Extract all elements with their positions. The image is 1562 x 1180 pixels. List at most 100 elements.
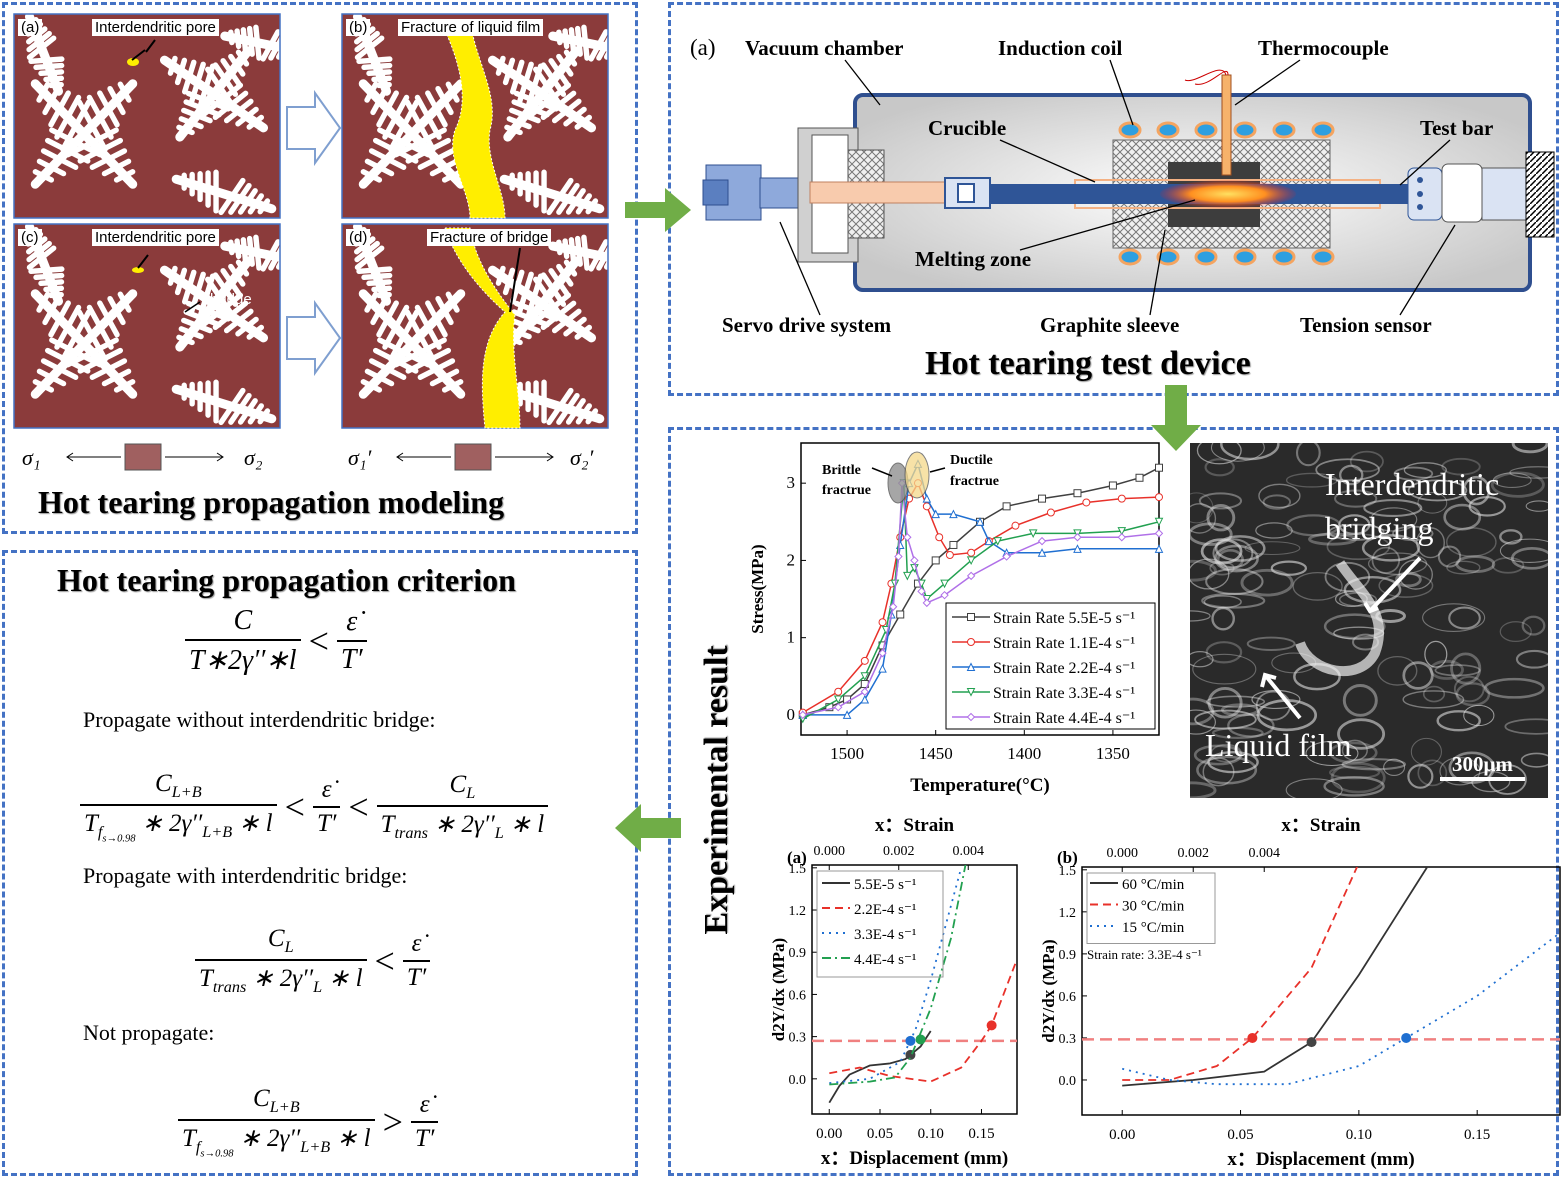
data-marker: [966, 688, 976, 697]
legend-label: Strain Rate 4.4E-4 s⁻¹: [993, 710, 1135, 727]
y-tick-label: 0.0: [1059, 1074, 1077, 1089]
data-marker: [798, 710, 807, 720]
data-marker: [940, 579, 949, 589]
data-marker: [940, 590, 949, 600]
data-marker: [834, 687, 843, 696]
panel-c-tag: (c): [18, 229, 42, 246]
y-tick-label: 0.9: [1059, 948, 1077, 963]
data-marker: [949, 540, 958, 549]
series-line: [802, 483, 1160, 716]
top-tick-label: 0.002: [1177, 846, 1209, 861]
data-marker: [860, 694, 870, 704]
criterion-title: Hot tearing propagation criterion: [57, 562, 516, 598]
legend-label: 5.5E-5 s⁻¹: [854, 877, 916, 893]
label-vacuum-chamber: Vacuum chamber: [745, 36, 903, 60]
legend-label: 4.4E-4 s⁻¹: [854, 952, 916, 968]
data-marker: [967, 548, 976, 557]
dendrite-image: [14, 14, 280, 218]
critical-point: [1306, 1037, 1317, 1048]
series-line: [1122, 867, 1358, 1081]
coil-turn: [1194, 121, 1218, 139]
y-axis-title: d2Υ/dx (MPa): [1039, 939, 1058, 1042]
y-tick-label: 0.6: [789, 988, 807, 1003]
data-marker: [1154, 529, 1164, 538]
data-marker: [1155, 493, 1163, 502]
chart-note: Strain rate: 3.3E-4 s⁻¹: [1087, 947, 1202, 962]
legend-box: [816, 870, 944, 978]
dendrite-illustrations: [13, 13, 609, 471]
data-marker: [1037, 548, 1047, 557]
annotation-ductile: Ductile: [950, 453, 993, 468]
series-line: [1121, 932, 1560, 1086]
top-axis-title: x：Strain: [1281, 815, 1361, 836]
arrow-right-icon: [625, 188, 691, 232]
data-marker: [894, 552, 903, 561]
data-marker: [1073, 533, 1082, 542]
x-tick-label: 1500: [830, 744, 864, 763]
data-marker: [966, 712, 976, 722]
y-tick-label: 0.9: [789, 946, 807, 961]
panel-tag: (b): [1057, 848, 1078, 867]
x-tick-label: 0.00: [1109, 1127, 1135, 1143]
data-marker: [1154, 517, 1164, 527]
sigma-2-prime: σ₂′: [570, 445, 594, 470]
case-without-bridge: Propagate without interdendritic bridge:: [83, 707, 436, 732]
coil-turns: [1118, 121, 1335, 266]
sem-fracture-image: Interdendritic bridging Liquid film 300μ…: [1190, 443, 1548, 798]
data-marker: [878, 663, 887, 673]
top-tick-label: 0.004: [1248, 846, 1280, 861]
top-tick-label: 0.000: [1106, 846, 1138, 861]
sample-texture-icon: [124, 443, 162, 471]
data-marker: [1073, 489, 1082, 498]
critical-point: [915, 1034, 926, 1045]
legend-label: Strain Rate 3.3E-4 s⁻¹: [993, 685, 1135, 702]
leader-lines: [779, 59, 1456, 316]
data-marker: [1037, 536, 1047, 546]
case-not-propagate: Not propagate:: [83, 1020, 215, 1045]
data-marker: [1117, 527, 1127, 536]
data-marker: [966, 662, 976, 671]
series-line: [829, 865, 967, 1086]
data-marker: [967, 613, 975, 621]
panel-a-label: Interdendritic pore: [92, 19, 219, 36]
test-device-diagram: (a) Vacuum chamber Induction coil Thermo…: [690, 35, 1555, 337]
liquid-film-arrow-icon: [1260, 672, 1302, 720]
data-marker: [931, 556, 940, 565]
top-tick-label: 0.002: [883, 844, 915, 859]
x-tick-label: 0.10: [918, 1126, 944, 1142]
dendrite-image: [342, 224, 608, 428]
coil-turn: [1233, 121, 1257, 139]
data-marker: [878, 618, 887, 627]
legend-label: Strain Rate 1.1E-4 s⁻¹: [993, 635, 1135, 652]
top-axis-title: x：Strain: [875, 815, 955, 836]
data-marker: [935, 533, 944, 542]
case-with-bridge: Propagate with interdendritic bridge:: [83, 863, 408, 888]
data-marker: [860, 656, 869, 665]
coil-turn: [1272, 248, 1296, 266]
data-marker: [967, 638, 975, 646]
panel-d-label: Fracture of bridge: [427, 229, 552, 246]
data-marker: [984, 536, 994, 546]
x-tick-label: 0.15: [1464, 1127, 1490, 1143]
y-axis-title: Stress(MPa): [748, 544, 767, 633]
critical-point: [1247, 1032, 1258, 1043]
data-marker: [1011, 521, 1020, 530]
bridge-fracture-crack: [444, 227, 521, 429]
legend-label: 15 °C/min: [1122, 920, 1185, 936]
series-line: [829, 867, 963, 1084]
data-marker: [878, 648, 887, 658]
thermocouple: [1221, 74, 1232, 176]
pore: [132, 267, 144, 273]
modeling-title: Hot tearing propagation modeling: [38, 484, 505, 520]
legend-label: 30 °C/min: [1122, 899, 1185, 915]
panel-b-tag: (b): [346, 19, 371, 36]
series-line: [828, 1030, 932, 1104]
x-tick-label: 0.05: [1227, 1127, 1253, 1143]
data-marker: [888, 602, 898, 611]
arrow-left-icon: [615, 804, 681, 852]
y-tick-label: 2: [787, 550, 796, 569]
x-tick-label: 1400: [1007, 744, 1041, 763]
legend-box: [945, 602, 1156, 730]
